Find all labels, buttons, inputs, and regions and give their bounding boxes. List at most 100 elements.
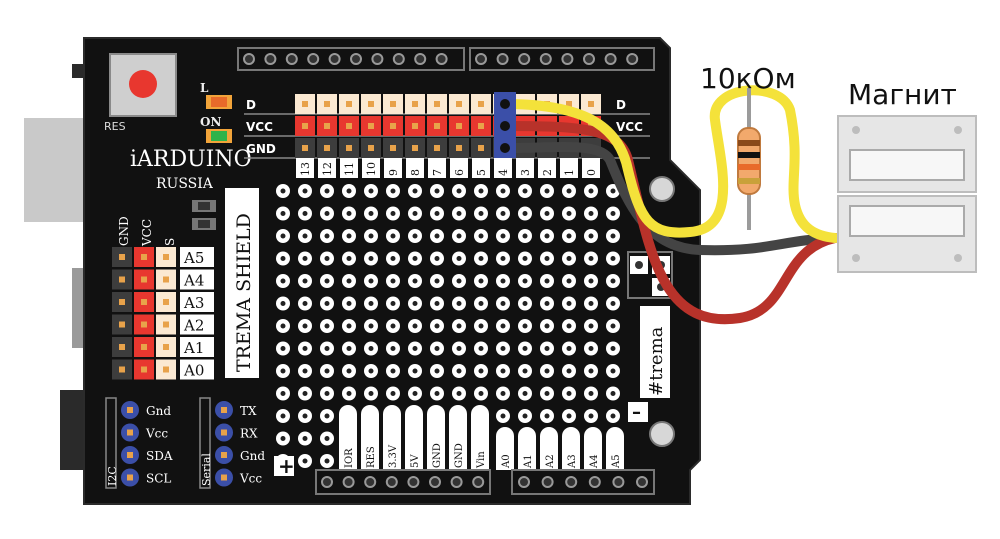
proto-hole [566,413,572,419]
rail-pad-dot [324,145,330,151]
bottom-header-right [511,469,655,495]
header-pin [472,476,485,488]
proto-hole [478,256,484,261]
digital-pin-label: 1 [563,169,576,176]
analog-pad-dot [119,276,125,283]
proto-hole [346,211,352,216]
proto-hole [390,368,396,374]
proto-hole [390,278,396,284]
proto-hole [610,301,616,306]
proto-hole [368,301,374,306]
proto-hole [588,346,594,351]
proto-hole [390,256,396,261]
analog-label: A3 [183,294,204,312]
digital-pin-label-bg [428,158,446,178]
digital-pin-label: 13 [299,162,312,176]
analog-bottom-label: A3 [567,454,578,469]
digital-pin-label-bg [384,158,402,178]
power-label: 3.3V [388,444,399,468]
country-label: RUSSIA [156,176,214,192]
rail-pad-dot [302,123,308,129]
proto-hole [346,256,352,261]
proto-hole [434,188,440,194]
digital-pin-label: 5 [475,169,488,176]
digital-pin-label: 7 [431,169,444,176]
proto-hole [346,278,352,284]
analog-bottom-label: A4 [589,454,600,469]
reset-label: RES [104,120,126,133]
proto-hole [478,391,484,396]
header-pin [328,53,341,65]
digital-pin-label: 6 [453,169,466,176]
analog-bottom-bg [606,436,624,470]
proto-hole [280,233,286,239]
rail-pad-dot [368,101,374,107]
digital-pin-label-bg [560,158,578,178]
connector-pin4 [494,92,516,158]
proto-hole [588,256,594,261]
proto-hole [588,301,594,306]
power-label: 5V [410,454,421,468]
proto-hole [324,188,330,194]
analog-bottom-pad [606,427,624,445]
analog-bottom-bg [562,436,580,470]
header-pin [342,476,355,488]
power-label-bg [383,414,401,470]
proto-hole [324,436,330,441]
proto-hole [544,256,550,261]
proto-hole [434,368,440,374]
digital-pin-label: 2 [541,169,554,176]
digital-pin-label-bg [340,158,358,178]
analog-pad-dot [141,254,147,260]
proto-hole [544,233,550,239]
header-pin [518,476,530,488]
digital-pin-label: 11 [343,162,356,176]
proto-hole [522,301,528,306]
analog-pad-dot [141,321,147,328]
digital-pin-label-bg [362,158,380,178]
analog-pad-dot [163,299,169,305]
proto-hole [566,211,572,216]
reset-button[interactable] [109,53,177,117]
analog-bottom-pad [562,427,580,445]
analog-header-label: GND [117,216,131,246]
power-label: IOR [344,448,355,468]
proto-hole [588,211,594,216]
power-pad [339,405,357,423]
header-pin [392,53,405,65]
minus-label: – [632,402,641,423]
wire-red [501,121,840,325]
digital-pin-label-bg [296,158,314,178]
proto-hole [302,436,308,441]
proto-hole [566,301,572,306]
analog-pad-dot [163,254,169,260]
header-pin [583,53,595,65]
header-pin [565,476,578,488]
proto-hole [280,323,286,329]
rail-label-right: D [616,98,626,112]
proto-hole [324,391,330,396]
proto-hole [478,346,484,351]
proto-hole [324,233,330,239]
header-pin [264,53,277,65]
analog-pad-dot [119,254,125,260]
proto-hole [412,391,418,396]
proto-hole [324,256,330,261]
mounting-holes [649,176,675,447]
analog-label-bg [180,359,214,380]
i2c-pin-label: SDA [146,449,173,463]
proto-hole [522,233,528,239]
proto-hole [412,278,418,284]
bottom-header-left [315,469,491,495]
digital-pin-label-bg [494,158,512,178]
rail-pad-dot [368,145,374,151]
led-l [206,95,232,109]
proto-hole [500,346,506,351]
header-pin [385,476,398,488]
proto-hole [478,233,484,239]
analog-bottom-pad [540,427,558,445]
rail-label: GND [246,142,276,156]
header-pin [364,476,377,488]
proto-hole [478,278,484,284]
proto-hole [302,188,308,194]
